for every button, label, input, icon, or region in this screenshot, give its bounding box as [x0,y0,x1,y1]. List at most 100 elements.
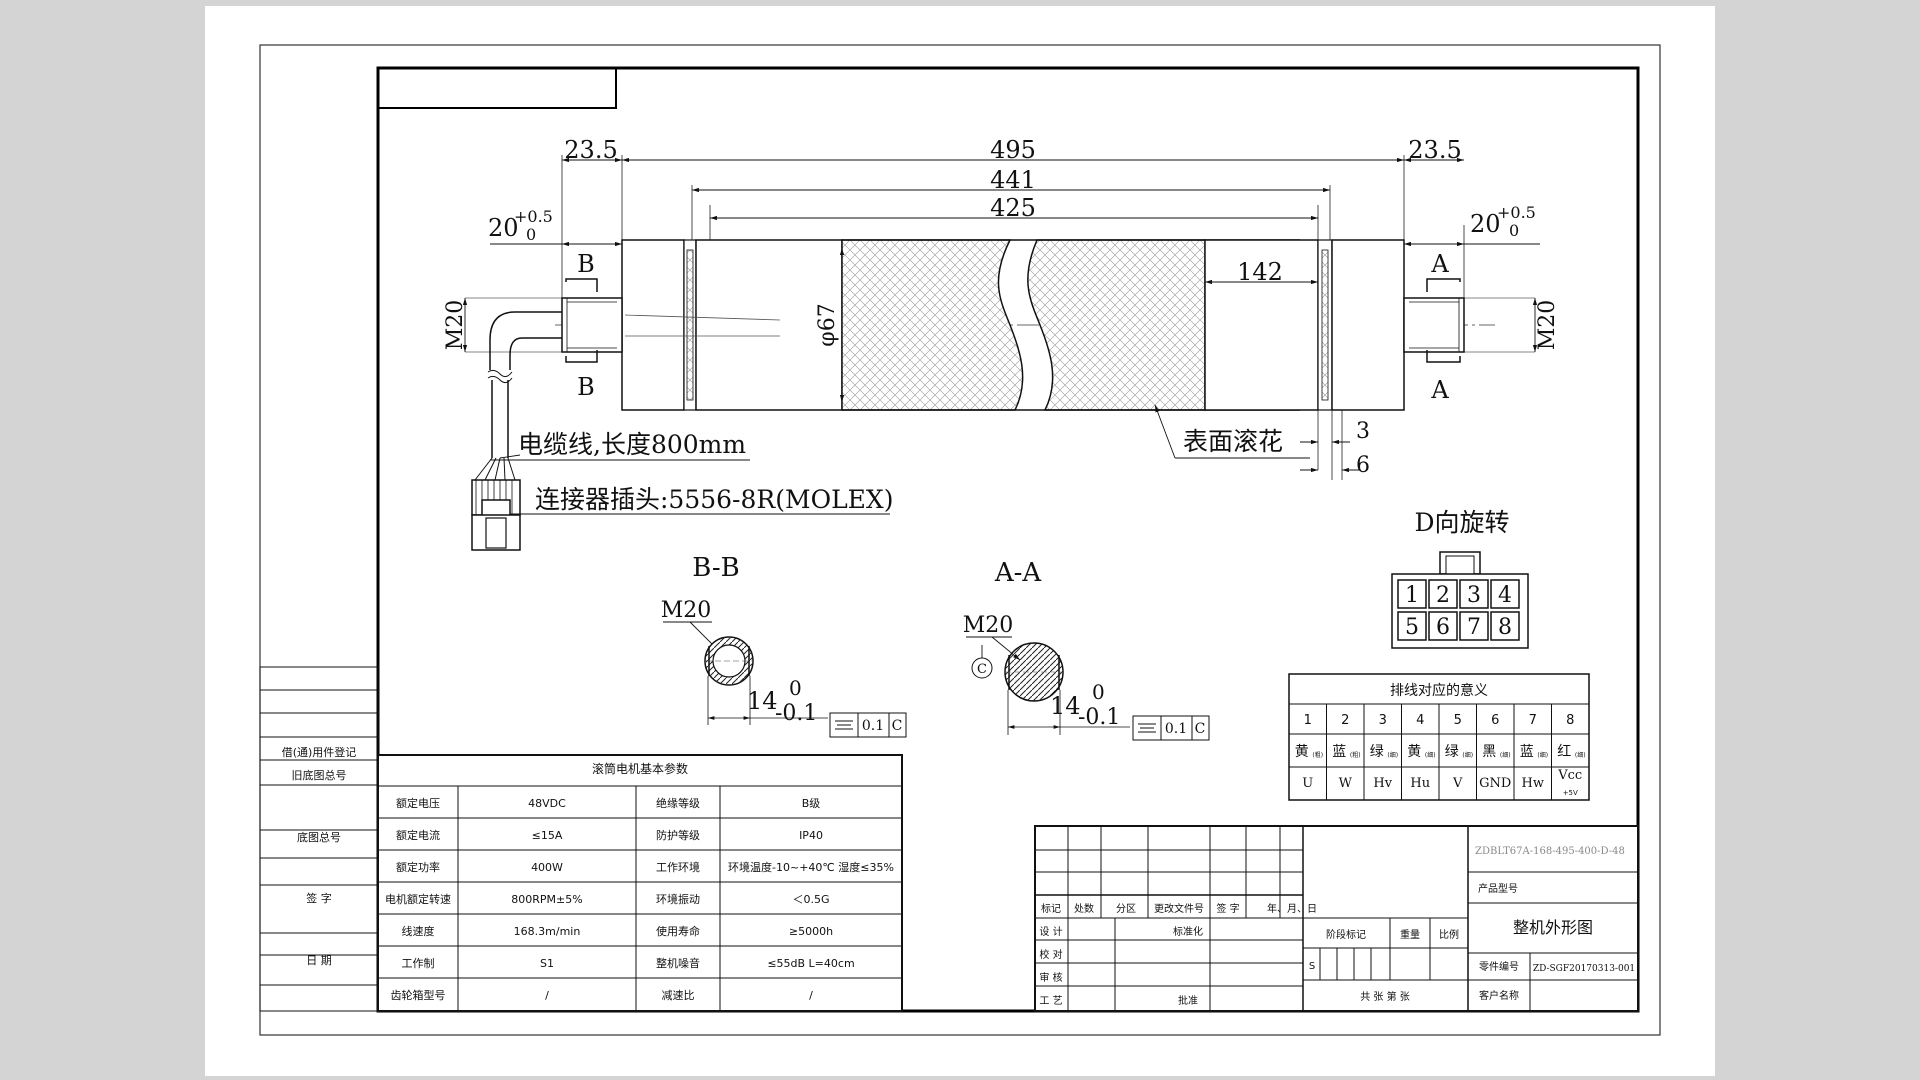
section-a-bottom-cut [1426,350,1461,363]
tb-standardize: 标准化 [1173,925,1203,938]
tb-scale: 比例 [1439,928,1459,941]
tb-product-model-label: 产品型号 [1478,882,1518,895]
section-aa-title: A-A [994,558,1043,588]
dim-thread-right: M20 [1535,300,1560,351]
section-a-top-cut [1426,278,1461,292]
knurl-right [1027,239,1206,411]
wiring-pin-number: 1 [1304,713,1312,728]
connector-pin [1428,579,1458,609]
cable-leader-tip [499,454,521,459]
section-b-marks: B B [565,250,598,401]
param-name: 线速度 [402,924,435,938]
section-bb-flat-upper: 0 [789,676,802,700]
param-value: IP40 [799,829,823,842]
connector-pin [1490,611,1520,641]
section-bb: B-B M20 14 0 -0.1 0.1 C [661,553,907,738]
wiring-table: 排线对应的意义 1黄(粗)U2蓝(粗)W3绿(细)Hv4黄(细)Hu5绿(细)V… [1288,673,1590,801]
section-bb-flat: 14 [747,687,778,715]
section-aa-tol-value: 0.1 [1165,721,1187,737]
wiring-wire-size: (粗) [1312,751,1323,759]
param-value: B级 [802,797,821,810]
dim-overall: 495 [990,136,1036,164]
tb-role: 工 艺 [1039,995,1062,1007]
wiring-pin-number: 4 [1416,713,1424,728]
connector-pin [1459,611,1489,641]
tb-role: 审 核 [1039,971,1062,984]
param-name: 工作环境 [656,860,700,874]
tb-role: 设 计 [1039,925,1062,938]
section-aa-tolerance-frame: 0.1 C [1132,715,1210,741]
tb-change-header: 更改文件号 [1154,902,1204,915]
section-aa-flat-upper: 0 [1092,680,1105,704]
section-a-top-label: A [1430,250,1449,278]
params-table-title: 滚筒电机基本参数 [592,761,688,776]
connector-pin-label: 7 [1467,615,1481,640]
connector-pin-label: 1 [1405,583,1419,608]
connector-latch-inner [1445,555,1475,575]
section-bb-thread: M20 [661,598,712,623]
hidden-line-1 [624,314,781,321]
section-bb-datum: C [892,718,903,734]
wiring-wire-size: (细) [1387,751,1398,759]
left-groove-knurl [686,249,694,401]
dim-shaft-right-lower: 0 [1509,221,1519,240]
wiring-wire-color: 蓝 [1520,744,1534,760]
wiring-wire-size: (细) [1462,751,1473,759]
wiring-wire-size: (粗) [1350,751,1361,759]
tb-change-header: 年、月、日 [1267,902,1317,915]
section-bb-tol-value: 0.1 [862,718,884,734]
connector-pin-label: 5 [1405,615,1419,640]
wiring-pin-number: 8 [1566,713,1574,728]
plug-key [485,517,507,549]
dim-groove-inner: 3 [1356,419,1370,444]
param-value: 48VDC [528,797,566,810]
wiring-pin-number: 6 [1491,713,1499,728]
title-block-text: 标记处数分区更改文件号签 字年、月、日设 计校 对审 核工 艺标准化批准阶段标记… [1039,846,1635,1007]
wiring-pin-number: 5 [1454,713,1462,728]
dim-tube: 441 [990,166,1036,194]
param-name: 额定电压 [396,796,440,810]
corner-box [377,67,617,109]
side-label: 底图总号 [297,830,341,844]
wiring-wire-color: 绿 [1370,744,1384,760]
connector-pin [1459,579,1489,609]
tb-weight: 重量 [1400,928,1420,941]
title-block-lines [1035,826,1638,1011]
tb-stage-mark: 阶段标记 [1326,928,1366,941]
param-name: 额定功率 [396,860,440,874]
section-aa-flats [1008,655,1060,690]
outer-border [259,44,1661,1036]
param-name: 使用寿命 [656,924,700,938]
tb-approve: 批准 [1178,994,1198,1007]
param-name: 环境振动 [656,892,700,906]
param-value: S1 [540,957,554,970]
connector-pin-label: 6 [1436,615,1450,640]
tb-drawing-name: 整机外形图 [1513,918,1593,937]
tb-part-no-label: 零件编号 [1479,960,1519,973]
dim-groove-outer: 6 [1356,453,1370,478]
wiring-table-cells: 1黄(粗)U2蓝(粗)W3绿(细)Hv4黄(细)Hu5绿(细)V6黑(细)GND… [1295,704,1586,800]
section-a-marks: A A [1426,250,1461,404]
dim-shaft-length-right: 20 +0.5 0 [1470,203,1536,240]
param-name: 工作制 [402,957,435,970]
title-block: 标记处数分区更改文件号签 字年、月、日设 计校 对审 核工 艺标准化批准阶段标记… [1034,825,1639,1012]
wiring-wire-color: 红 [1557,744,1571,760]
left-shaft [561,297,623,353]
param-value: ≤55dB L=40cm [767,957,854,970]
wiring-signal: V [1452,776,1463,791]
dim-knurl: 425 [990,194,1036,222]
section-aa-flat-lower: -0.1 [1078,705,1120,730]
wiring-wire-size: (细) [1575,751,1586,759]
wiring-wire-color: 黄 [1407,743,1421,760]
wiring-pin-number: 2 [1341,713,1349,728]
dim-shaft-length-left: 20 +0.5 0 [488,207,553,244]
roller-view: B B A A [443,136,1560,551]
tb-stage-value: S [1309,961,1315,972]
connector-pin-label: 4 [1498,583,1512,608]
connector-plug [471,479,521,551]
param-value: 800RPM±5% [511,893,582,906]
dim-shaft-left-upper: +0.5 [514,207,553,226]
